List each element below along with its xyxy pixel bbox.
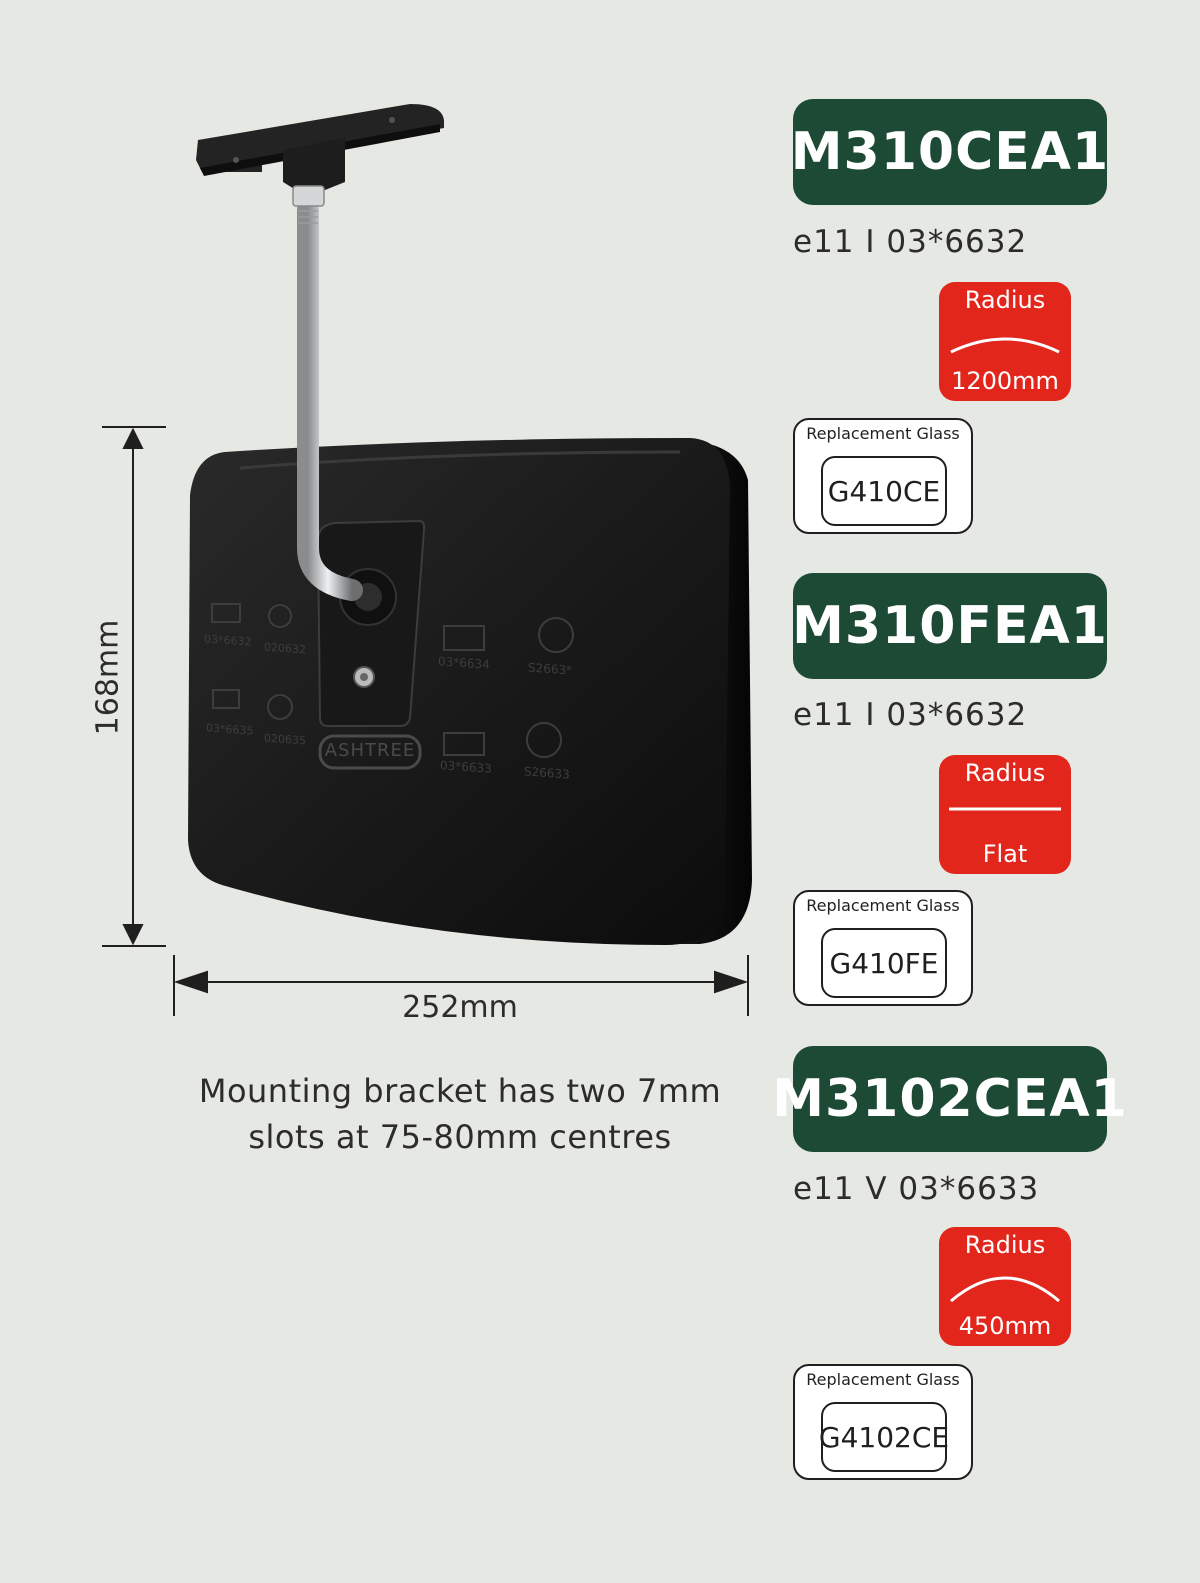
bracket-nut	[292, 185, 325, 207]
approval-code: e11 V 03*6633	[793, 1171, 1040, 1207]
radius-value: Flat	[982, 840, 1028, 868]
mounting-note: Mounting bracket has two 7mm slots at 75…	[180, 1068, 740, 1160]
replacement-glass-box: Replacement Glass G410CE	[793, 418, 973, 534]
radius-badge: Radius 450mm	[939, 1227, 1071, 1346]
mirror-housing	[188, 438, 730, 945]
brand-label: ASHTREE	[324, 740, 416, 761]
radius-label: Radius	[964, 759, 1046, 787]
approval-code: e11 I 03*6632	[793, 697, 1028, 733]
mounting-note-line2: slots at 75-80mm centres	[248, 1118, 672, 1156]
radius-value: 1200mm	[951, 367, 1059, 395]
model-badge: M310FEA1	[792, 573, 1107, 679]
replacement-glass-box: Replacement Glass G410FE	[793, 890, 973, 1006]
mirror-marking: S2663*	[528, 660, 573, 678]
brand-plaque	[318, 734, 422, 770]
curve-icon	[950, 1276, 1060, 1303]
mounting-bracket	[196, 104, 444, 172]
mounting-note-line1: Mounting bracket has two 7mm	[198, 1072, 722, 1110]
width-dimension-label: 252mm	[402, 990, 518, 1025]
replacement-glass-code: G410CE	[821, 456, 947, 526]
replacement-glass-label: Replacement Glass	[806, 1370, 960, 1389]
replacement-glass-label: Replacement Glass	[806, 896, 960, 915]
replacement-glass-box: Replacement Glass G4102CE	[793, 1364, 973, 1480]
replacement-glass-code: G410FE	[821, 928, 947, 998]
radius-badge: Radius 1200mm	[939, 282, 1071, 401]
radius-value: 450mm	[958, 1312, 1052, 1340]
replacement-glass-code: G4102CE	[819, 1402, 949, 1472]
model-badge: M3102CEA1	[772, 1046, 1127, 1152]
replacement-glass-label: Replacement Glass	[806, 424, 960, 443]
radius-badge: Radius Flat	[939, 755, 1071, 874]
flat-line-icon	[949, 807, 1061, 811]
approval-code: e11 I 03*6632	[793, 224, 1028, 260]
radius-label: Radius	[964, 1231, 1046, 1259]
mounting-rod	[297, 199, 363, 601]
model-badge: M310CEA1	[791, 99, 1108, 205]
radius-label: Radius	[964, 286, 1046, 314]
height-dimension-label: 168mm	[90, 619, 126, 736]
curve-icon	[950, 337, 1060, 354]
